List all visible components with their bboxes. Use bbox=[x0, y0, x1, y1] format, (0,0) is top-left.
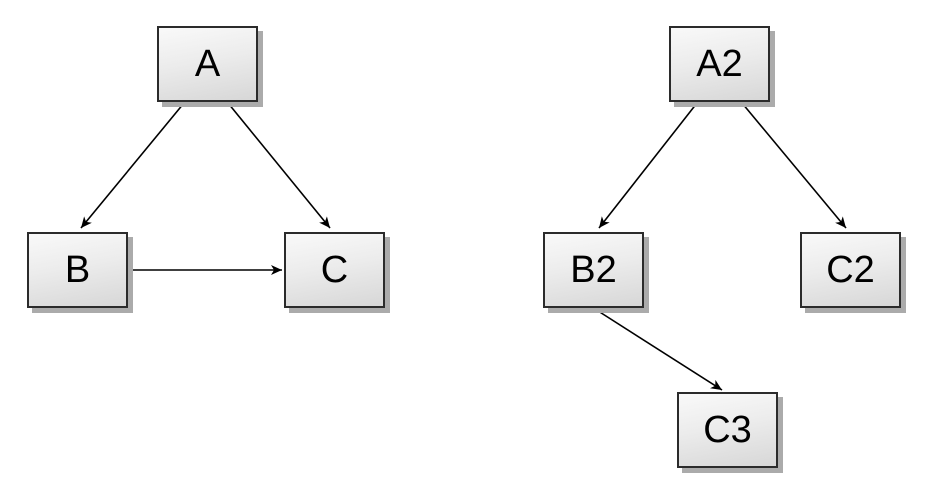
node-A[interactable]: A bbox=[157, 26, 258, 102]
node-label: A2 bbox=[696, 42, 743, 85]
edge-A-to-B bbox=[80, 102, 185, 229]
node-label: C2 bbox=[826, 248, 875, 291]
node-A2[interactable]: A2 bbox=[669, 26, 770, 102]
edge-A2-to-B2 bbox=[598, 102, 698, 229]
node-B2[interactable]: B2 bbox=[543, 232, 644, 308]
node-label: B2 bbox=[570, 248, 617, 291]
node-label: C bbox=[320, 248, 349, 291]
node-label: B bbox=[64, 248, 91, 291]
node-C3[interactable]: C3 bbox=[677, 392, 778, 468]
node-label: A bbox=[194, 42, 221, 85]
node-label: C3 bbox=[703, 408, 752, 451]
node-C[interactable]: C bbox=[284, 232, 385, 308]
edge-B2-to-C3 bbox=[594, 308, 723, 391]
node-B[interactable]: B bbox=[27, 232, 128, 308]
edge-A2-to-C2 bbox=[741, 102, 847, 229]
edge-A-to-C bbox=[227, 102, 331, 229]
node-C2[interactable]: C2 bbox=[800, 232, 901, 308]
